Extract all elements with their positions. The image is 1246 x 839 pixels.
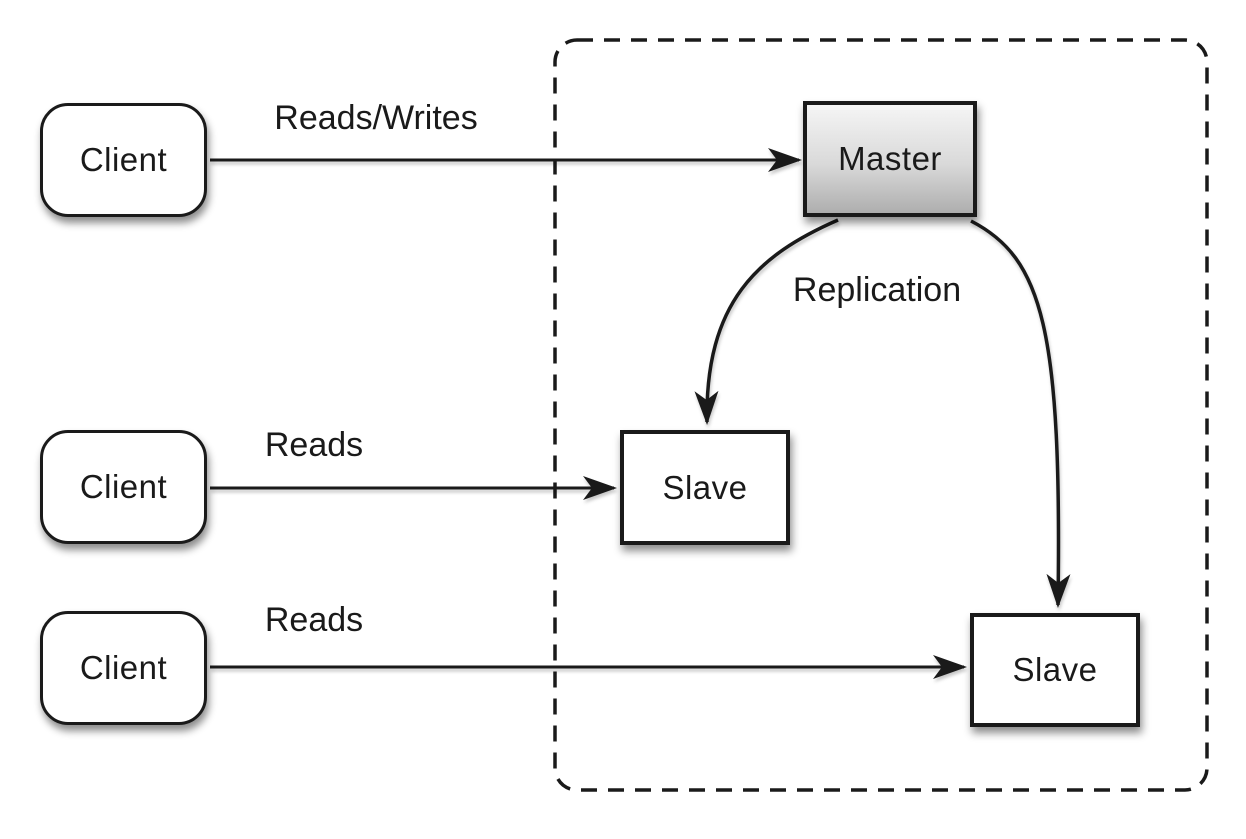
node-slave-right-label: Slave xyxy=(1012,651,1098,688)
node-client-middle-label: Client xyxy=(79,468,168,505)
edge-label-reads-middle: Reads xyxy=(264,426,364,464)
edge-label-replication: Replication xyxy=(792,271,962,309)
node-client-bottom-label: Client xyxy=(79,649,168,686)
node-master-label: Master xyxy=(838,140,942,177)
node-client-top: Client xyxy=(40,103,207,217)
node-slave-left-label: Slave xyxy=(662,468,748,506)
node-client-top-label: Client xyxy=(79,141,168,178)
arrow-master-to-slave-left xyxy=(694,218,839,425)
edge-label-reads-writes: Reads/Writes xyxy=(274,99,478,137)
node-slave-right: Slave xyxy=(970,613,1140,727)
node-slave-left: Slave xyxy=(620,430,790,545)
node-master: Master xyxy=(803,101,977,217)
edge-label-reads-bottom: Reads xyxy=(264,601,364,639)
arrow-master-to-slave-right xyxy=(970,219,1071,608)
database-boundary-dashed-box xyxy=(553,38,1209,792)
node-client-middle: Client xyxy=(40,430,207,544)
node-client-bottom: Client xyxy=(40,611,207,725)
